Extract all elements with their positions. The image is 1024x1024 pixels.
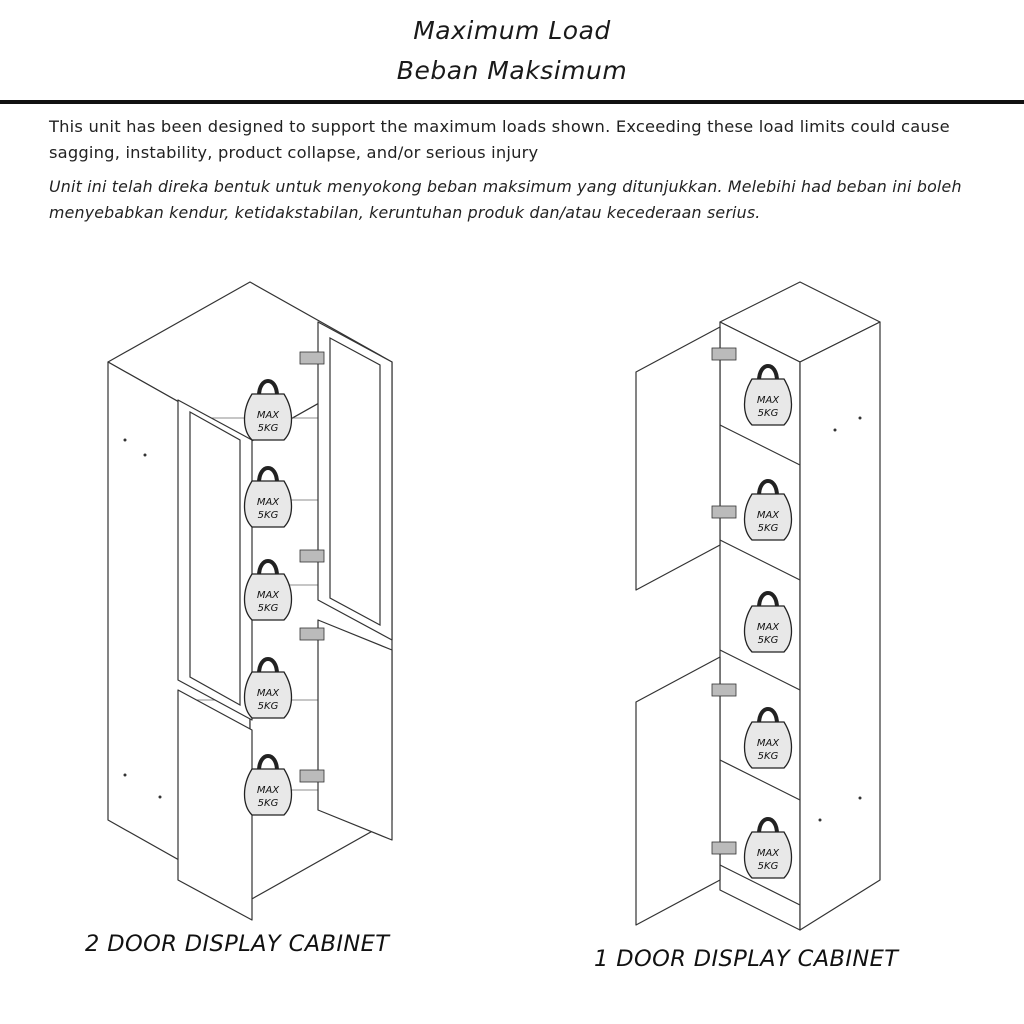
weight-max-5kg: MAX 5KG <box>243 466 293 528</box>
weight-label-max: MAX <box>757 510 780 521</box>
weight-max-5kg: MAX 5KG <box>243 379 293 441</box>
weight-max-5kg: MAX 5KG <box>743 591 793 653</box>
weight-markers: MAX 5KG MAX 5KG MAX 5KG MAX 5KG MAX 5KG MAX 5KG MAX 5… <box>243 364 793 879</box>
page-title: Maximum Load <box>413 16 611 45</box>
weight-label-max: MAX <box>257 688 280 699</box>
weight-label-max: MAX <box>757 622 780 633</box>
weight-label-max: MAX <box>757 395 780 406</box>
weight-label-max: MAX <box>757 848 780 859</box>
caption-two-door-cabinet: 2 DOOR DISPLAY CABINET <box>85 931 390 957</box>
weight-max-5kg: MAX 5KG <box>243 754 293 816</box>
weight-label-max: MAX <box>257 785 280 796</box>
two-door-cabinet-drawing <box>107 281 393 921</box>
page-title-translation: Beban Maksimum <box>396 56 628 85</box>
weight-label-max: MAX <box>257 410 280 421</box>
warning-text-en: This unit has been designed to support t… <box>49 117 950 162</box>
weight-label-5kg: 5KG <box>258 423 279 434</box>
weight-label-5kg: 5KG <box>258 603 279 614</box>
weight-max-5kg: MAX 5KG <box>743 364 793 426</box>
weight-max-5kg: MAX 5KG <box>243 657 293 719</box>
weight-label-5kg: 5KG <box>258 798 279 809</box>
weight-label-5kg: 5KG <box>758 408 779 419</box>
weight-label-5kg: 5KG <box>758 523 779 534</box>
weight-label-max: MAX <box>257 590 280 601</box>
weight-label-5kg: 5KG <box>758 751 779 762</box>
caption-one-door-cabinet: 1 DOOR DISPLAY CABINET <box>594 946 899 972</box>
weight-label-5kg: 5KG <box>758 861 779 872</box>
weight-label-5kg: 5KG <box>758 635 779 646</box>
weight-max-5kg: MAX 5KG <box>743 817 793 879</box>
weight-label-5kg: 5KG <box>258 510 279 521</box>
weight-label-max: MAX <box>757 738 780 749</box>
weight-max-5kg: MAX 5KG <box>743 707 793 769</box>
weight-max-5kg: MAX 5KG <box>743 479 793 541</box>
weight-max-5kg: MAX 5KG <box>243 559 293 621</box>
weight-label-max: MAX <box>257 497 280 508</box>
warning-text-ms: Unit ini telah direka bentuk untuk menyo… <box>49 177 962 222</box>
header-divider <box>0 100 1024 104</box>
weight-label-5kg: 5KG <box>258 701 279 712</box>
